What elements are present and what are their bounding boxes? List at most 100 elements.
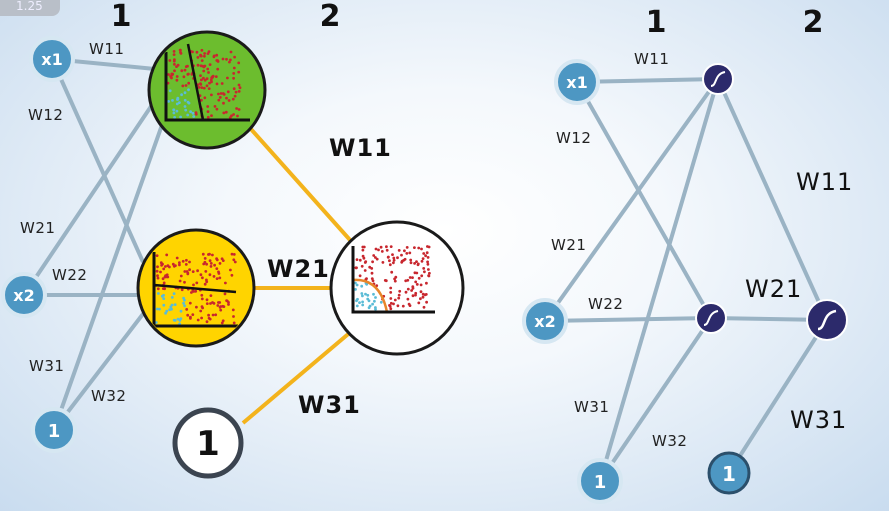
scatter-dot bbox=[191, 313, 195, 316]
scatter-dot bbox=[224, 110, 228, 114]
scatter-dot bbox=[237, 108, 241, 111]
scatter-dot bbox=[411, 286, 415, 290]
scatter-dot bbox=[232, 321, 236, 325]
scatter-dot bbox=[214, 75, 218, 78]
scatter-dot bbox=[219, 308, 223, 312]
scatter-dot bbox=[389, 307, 393, 311]
scatter-dot bbox=[211, 313, 215, 317]
r-edge-b-n2 bbox=[598, 316, 713, 483]
right-bias-label: 1 bbox=[722, 462, 736, 486]
node2-boundary-line bbox=[153, 283, 237, 294]
r-edge-b-n1 bbox=[598, 78, 720, 482]
scatter-dot bbox=[167, 100, 171, 103]
scatter-dot bbox=[185, 258, 188, 262]
r-edge-x1-n2 bbox=[575, 81, 713, 319]
scatter-dot bbox=[207, 313, 211, 317]
scatter-dot bbox=[200, 48, 204, 52]
scatter-dot bbox=[217, 92, 220, 96]
left-w22-label: W22 bbox=[52, 266, 87, 284]
scatter-dot bbox=[206, 67, 210, 71]
scatter-dot bbox=[208, 273, 212, 277]
scatter-dot bbox=[203, 54, 206, 58]
scatter-dot bbox=[425, 251, 429, 255]
edge-x2-n1 bbox=[22, 94, 160, 297]
scatter-dot bbox=[415, 283, 419, 286]
scatter-dot bbox=[164, 265, 167, 268]
scatter-dot bbox=[423, 270, 426, 274]
scatter-dot bbox=[203, 52, 207, 55]
scatter-dot bbox=[389, 245, 393, 249]
scatter-dot bbox=[233, 94, 237, 98]
scatter-dot bbox=[227, 303, 230, 306]
scatter-dot bbox=[374, 247, 378, 251]
scatter-dot bbox=[232, 315, 235, 318]
scatter-dot bbox=[368, 304, 372, 308]
scatter-dot bbox=[355, 266, 358, 270]
scatter-dot bbox=[403, 249, 406, 253]
node1-boundary-line bbox=[186, 43, 205, 121]
scatter-dot bbox=[402, 258, 406, 262]
scatter-dot bbox=[225, 57, 228, 61]
scatter-dot bbox=[397, 296, 401, 300]
scatter-dot bbox=[160, 294, 164, 298]
scatter-dot bbox=[221, 92, 225, 95]
scatter-dot bbox=[191, 270, 195, 273]
scatter-dot bbox=[358, 258, 362, 262]
scatter-dot bbox=[422, 267, 426, 270]
scatter-dot bbox=[218, 276, 222, 280]
scatter-dot bbox=[385, 248, 389, 252]
left-input-x1-label: x1 bbox=[41, 50, 62, 69]
scatter-dot bbox=[221, 57, 225, 61]
scatter-dot bbox=[219, 92, 223, 95]
scatter-dot bbox=[406, 297, 410, 301]
scatter-dot bbox=[421, 257, 425, 260]
scatter-dot bbox=[201, 252, 205, 256]
scatter-dot bbox=[181, 84, 185, 88]
scatter-dot bbox=[371, 279, 375, 283]
scatter-dot bbox=[377, 248, 380, 252]
edge-b-n1 bbox=[52, 107, 170, 431]
scatter-dot bbox=[206, 105, 210, 108]
scatter-dot bbox=[172, 50, 176, 53]
scatter-dot bbox=[183, 68, 187, 72]
scatter-dot bbox=[374, 256, 377, 259]
scatter-dot bbox=[227, 301, 230, 304]
left-out-w31-label: W31 bbox=[298, 391, 361, 419]
scatter-dot bbox=[362, 256, 366, 260]
right-layer-label-1: 1 bbox=[646, 5, 667, 40]
scatter-dot bbox=[231, 97, 235, 101]
scatter-dot bbox=[414, 291, 418, 295]
scatter-dot bbox=[205, 320, 209, 324]
edge-x1-n2 bbox=[50, 58, 145, 263]
scatter-dot bbox=[372, 292, 375, 296]
scatter-dot bbox=[391, 253, 394, 256]
scatter-dot bbox=[183, 280, 186, 284]
scatter-dot bbox=[414, 280, 418, 284]
left-w32-label: W32 bbox=[91, 387, 126, 405]
r-edge-n1-out bbox=[716, 78, 829, 321]
scatter-dot bbox=[173, 116, 177, 119]
scatter-dot bbox=[189, 110, 193, 114]
scatter-dot bbox=[197, 86, 201, 89]
scatter-dot bbox=[379, 300, 383, 304]
scatter-dot bbox=[156, 287, 160, 291]
scatter-dot bbox=[396, 304, 400, 308]
scatter-dot bbox=[408, 276, 412, 279]
scatter-dot bbox=[210, 114, 213, 117]
scatter-dot bbox=[427, 268, 430, 271]
left-input-bias-label: 1 bbox=[48, 421, 61, 442]
scatter-dot bbox=[419, 283, 423, 287]
scatter-dot bbox=[214, 313, 218, 317]
scatter-dot bbox=[409, 258, 413, 262]
scatter-dot bbox=[205, 77, 209, 81]
scatter-dot bbox=[192, 283, 195, 287]
scatter-dot bbox=[388, 304, 391, 307]
scatter-dot bbox=[222, 111, 226, 115]
scatter-dot bbox=[186, 100, 190, 104]
scatter-dot bbox=[172, 292, 176, 295]
scatter-dot bbox=[221, 304, 225, 308]
scatter-dot bbox=[421, 295, 425, 299]
right-input-x2-label: x2 bbox=[534, 312, 555, 331]
scatter-dot bbox=[165, 309, 169, 313]
